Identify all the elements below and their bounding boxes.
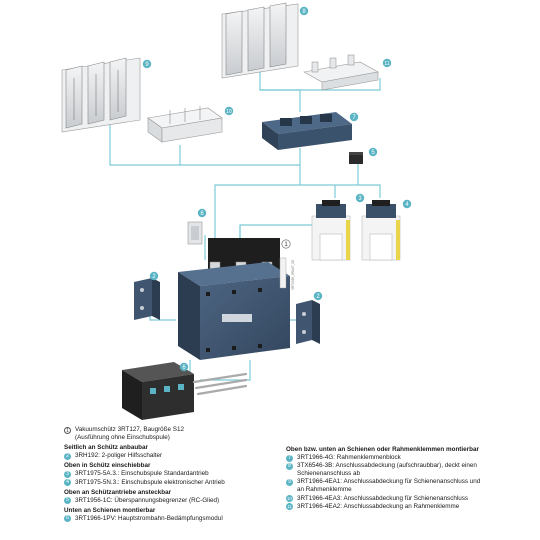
legend-item-4: 4 3RT1975-5N.3.: Einschubspule elektroni… [64,479,269,487]
terminal-cover-9 [61,57,141,133]
legend-num-6: 6 [64,515,71,523]
legend-item-9: 9 3RT1966-4EA1: Anschlussabdeckung für S… [286,478,486,494]
callout-10: 10 [224,106,234,116]
auxiliary-switch-2-right [296,300,320,344]
callout-6: 6 [179,362,189,371]
legend-num-11: 11 [286,503,293,511]
callout-6-label: 6 [182,365,186,371]
callout-4-label: 4 [405,202,409,208]
legend-text-10: 3RT1966-4EA3: Anschlussabdeckung für Sch… [297,494,469,502]
frame-terminal-block-7 [262,112,352,150]
callout-5: 5 [368,147,378,157]
callout-10-label: 10 [226,109,232,115]
legend-text-11: 3RT1966-4EA2: Anschlussabdeckung an Rahm… [297,502,460,510]
legend-num-1: 1 [64,426,71,434]
legend-item-5: 5 3RT1956-1C: Überspannungsbegrenzer (RC… [64,497,269,505]
plug-in-coil-4 [361,200,401,261]
callout-8a-label: 8 [302,9,306,15]
callout-2b-label: 2 [316,294,320,300]
vacuum-contactor-1 [178,238,290,360]
terminal-cover-8-top [221,2,299,79]
legend-item-7: 7 3RT1966-4G: Rahmenklemmenblock [286,454,486,462]
callout-3-label: 3 [358,196,362,202]
terminal-cover-10 [147,106,223,143]
legend-text-9: 3RT1966-4EA1: Anschlussabdeckung für Sch… [297,478,481,494]
damping-module-6 [122,362,248,420]
legend-num-3: 3 [64,470,71,478]
callout-2a-label: 2 [152,274,156,280]
legend-num-7: 7 [286,454,293,462]
legend-item-1: 1 Vakuumschütz 3RT127, Baugröße S12(Ausf… [64,426,269,442]
callout-2b: 2 [313,291,323,300]
callout-11-label: 11 [384,61,389,67]
legend-item-6: 6 3RT1966-1PV: Hauptstrombahn-Bedämpfung… [64,515,269,523]
plug-in-coil-3 [311,200,351,261]
legend-left: 1 Vakuumschütz 3RT127, Baugröße S12(Ausf… [64,426,269,523]
legend-text-5: 3RT1956-1C: Überspannungsbegrenzer (RC-G… [75,496,220,504]
legend-text-4: 3RT1975-5N.3.: Einschubspule elektronisc… [75,478,225,486]
legend-num-5: 5 [64,497,71,505]
legend-group-title-4: Unten an Schienen montierbar [64,506,156,514]
callout-4: 4 [402,199,412,209]
auxiliary-switch-2-left [134,278,160,320]
legend-num-4: 4 [64,479,71,487]
side-code: 3RT1936_3RU67_00 [291,260,295,290]
legend-text-3: 3RT1975-5A.3.: Einschubspule Standardant… [75,470,209,478]
legend-text-6: 3RT1966-1PV: Hauptstrombahn-Bedämpfungsm… [75,514,223,522]
legend-num-10: 10 [286,495,293,503]
callout-8b-label: 8 [200,211,204,217]
rc-element-5 [349,152,363,164]
callout-9-label: 9 [145,62,149,68]
legend-num-9: 9 [286,478,293,486]
legend-text-8: 3TX6546-3B: Anschlussabdeckung (aufschra… [297,462,477,478]
terminal-cover-8-small [187,221,203,245]
callout-8b: 8 [197,208,207,218]
legend-item-3: 3 3RT1975-5A.3.: Einschubspule Standarda… [64,470,269,478]
terminal-cover-11 [303,54,379,91]
legend-item-10: 10 3RT1966-4EA3: Anschlussabdeckung für … [286,495,486,503]
legend-right: Oben bzw. unten an Schienen oder Rahmenk… [286,446,486,511]
legend-group-title-5: Oben bzw. unten an Schienen oder Rahmenk… [286,446,479,453]
callout-badges: 1 2 2 3 4 5 6 7 8 8 9 10 11 [142,6,412,371]
callout-7: 7 [349,112,359,122]
legend-item-2: 2 3RH192: 2-poliger Hilfsschalter [64,452,269,460]
legend-group-title-1: Seitlich an Schütz anbaubar [64,444,148,452]
legend-text-1: Vakuumschütz 3RT127, Baugröße S12 [75,426,184,433]
legend-text-2: 3RH192: 2-poliger Hilfsschalter [75,452,163,460]
callout-3: 3 [355,193,365,203]
legend-num-2: 2 [64,452,71,460]
legend-group-title-2: Oben in Schütz einschiebbar [64,462,151,470]
legend-item-11: 11 3RT1966-4EA2: Anschlussabdeckung an R… [286,503,486,511]
callout-1-label: 1 [284,242,288,248]
legend-num-8: 8 [286,462,293,470]
callout-8a: 8 [299,6,309,16]
legend-item-8: 8 3TX6546-3B: Anschlussabdeckung (aufsch… [286,462,486,478]
legend-subtext-1: (Ausführung ohne Einschubspule) [75,434,170,442]
callout-11: 11 [382,58,392,68]
callout-7-label: 7 [352,115,356,121]
callout-1: 1 [281,239,291,249]
legend-group-title-3: Oben an Schützantriebe ansteckbar [64,488,172,496]
callout-9: 9 [142,59,152,69]
callout-2a: 2 [149,271,159,280]
legend-text-7: 3RT1966-4G: Rahmenklemmenblock [297,454,401,462]
callout-5-label: 5 [371,150,375,156]
